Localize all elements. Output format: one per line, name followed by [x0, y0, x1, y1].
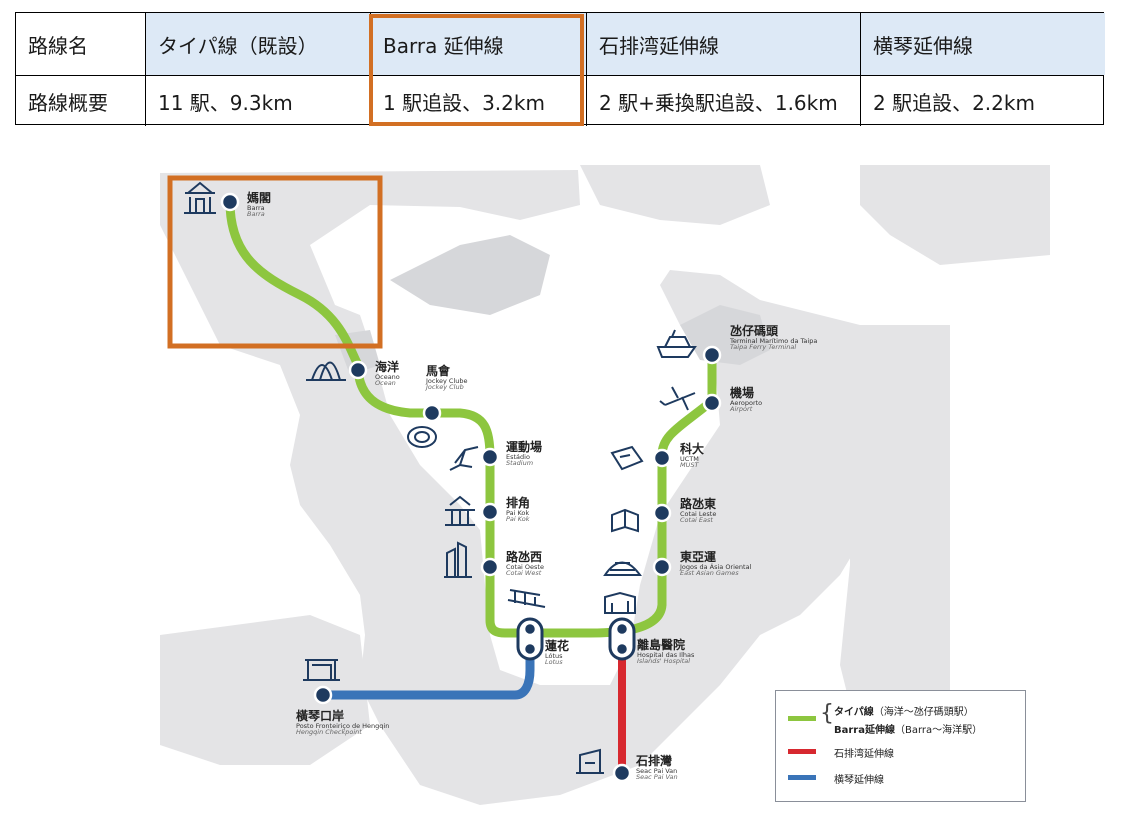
station-dot-must — [652, 448, 672, 468]
gate-icon — [303, 659, 340, 681]
seac-building-icon — [576, 748, 604, 774]
landmark-icons — [184, 181, 697, 774]
legend-taipa-line: タイパ線（海洋〜氹仔碼頭駅） — [834, 707, 974, 718]
legend-green-swatch — [788, 716, 816, 721]
station-dot-cotaieast — [652, 503, 672, 523]
temple-icon — [184, 181, 216, 214]
airplane-icon — [659, 386, 696, 411]
legend-hengqin-line: 横琴延伸線 — [834, 775, 884, 786]
station-dot-ocean — [348, 360, 368, 380]
skyscraper-icon — [444, 541, 472, 578]
station-dot-ferry — [702, 345, 722, 365]
pavilion-icon — [445, 495, 475, 526]
header-barra-extension: Barra 延伸線 — [371, 13, 587, 75]
station-dot-hospital-a — [614, 621, 630, 637]
row-label-route-summary: 路線概要 — [16, 76, 146, 126]
racetrack-icon — [407, 426, 437, 448]
cell-seac-summary: 2 駅+乗換駅追設、1.6km — [587, 76, 861, 126]
header-seac-pai-van-extension: 石排湾延伸線 — [587, 13, 861, 75]
ocean-building-icon — [306, 361, 346, 381]
station-dot-eastasian — [652, 557, 672, 577]
station-dot-barra — [220, 192, 240, 212]
legend-seac-line: 石排湾延伸線 — [834, 749, 894, 760]
station-dot-seacpaivan — [612, 763, 632, 783]
station-dots — [220, 192, 722, 783]
station-dot-hospital-b — [614, 641, 630, 657]
bridge-icon — [507, 589, 546, 608]
land-detail — [335, 235, 770, 375]
station-dot-jockey — [422, 403, 442, 423]
barra-extension-highlight — [167, 175, 383, 349]
table-body-row: 路線概要 11 駅、9.3km 1 駅追設、3.2km 2 駅+乗換駅追設、1.… — [16, 75, 1103, 126]
cell-hengqin-summary: 2 駅追設、2.2km — [873, 90, 1035, 115]
cell-taipa-summary: 11 駅、9.3km — [146, 76, 371, 126]
ferry-icon — [656, 329, 697, 358]
taipa-and-barra-line — [225, 197, 717, 638]
station-dot-cotaiwest — [480, 557, 500, 577]
station-dot-stadium — [480, 447, 500, 467]
legend-blue-swatch — [788, 775, 816, 780]
cell-barra-summary: 1 駅追設、3.2km — [371, 76, 587, 126]
route-summary-table: 路線名 タイパ線（既設） Barra 延伸線 石排湾延伸線 横琴延伸線 路線概要… — [15, 12, 1105, 126]
hengqin-extension-line — [318, 638, 535, 700]
map-scroll-icon — [610, 445, 644, 471]
station-dot-airport — [702, 393, 722, 413]
legend-red-swatch — [788, 749, 816, 754]
map-legend: { タイパ線（海洋〜氹仔碼頭駅） Barra延伸線（Barra〜海洋駅） 石排湾… — [775, 690, 1026, 802]
header-route-name: 路線名 — [16, 13, 146, 75]
station-dot-lotus-b — [522, 641, 538, 657]
station-dot-lotus-a — [522, 621, 538, 637]
legend-brace: { — [820, 701, 834, 726]
book-icon — [611, 508, 639, 533]
map-graphic — [160, 165, 1050, 805]
header-hengqin-extension: 横琴延伸線 — [861, 13, 1105, 75]
station-dot-hengqin — [313, 685, 333, 705]
table-header-row: 路線名 タイパ線（既設） Barra 延伸線 石排湾延伸線 横琴延伸線 — [16, 13, 1105, 75]
legend-barra-line: Barra延伸線（Barra〜海洋駅） — [834, 725, 983, 736]
hospital-building-icon — [604, 591, 636, 614]
station-dot-paikok — [480, 502, 500, 522]
dome-icon — [603, 561, 642, 576]
athlete-icon — [449, 446, 479, 471]
header-taipa-line: タイパ線（既設） — [146, 13, 371, 75]
